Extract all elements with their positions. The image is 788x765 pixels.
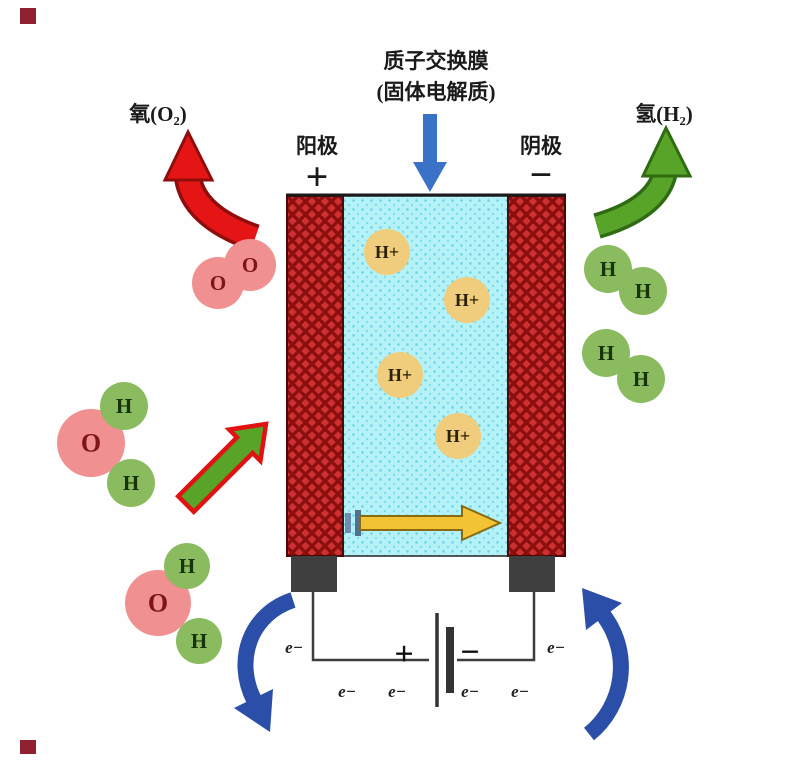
- membrane-pointer-arrow-icon: [413, 114, 447, 192]
- hydrogen-atom-circle: [584, 245, 632, 293]
- battery-symbol: + −: [394, 613, 480, 707]
- proton-group: H+ H+ H+ H+: [364, 229, 490, 459]
- oxygen-molecule: O O: [192, 239, 276, 309]
- cathode-electrode: [507, 195, 566, 557]
- hydrogen-out-arrow-icon: [593, 124, 693, 239]
- anode-electrode: [286, 195, 344, 557]
- cathode-foot: [509, 556, 555, 592]
- proton-label: H+: [455, 290, 479, 310]
- electron-label: e−: [388, 682, 406, 701]
- oxygen-atom-label: O: [210, 271, 226, 295]
- hydrogen-molecule: H H: [582, 329, 665, 403]
- oxygen-atom-label: O: [242, 253, 258, 277]
- battery-plus-sign: +: [394, 636, 413, 673]
- proton-circle: [435, 413, 481, 459]
- proton-circle: [444, 277, 490, 323]
- anode-foot: [291, 556, 337, 592]
- proton-label: H+: [375, 242, 399, 262]
- proton-circle: [377, 352, 423, 398]
- oxygen-atom-label: O: [148, 589, 168, 618]
- circuit-wires: [311, 592, 536, 662]
- hydrogen-atom-label: H: [116, 394, 132, 418]
- hydrogen-atom-label: H: [633, 367, 649, 391]
- hydrogen-atom-circle: [176, 618, 222, 664]
- oxygen-atom-circle: [125, 570, 191, 636]
- corner-mark-bottom: [20, 740, 36, 754]
- water-molecule: O H H: [125, 543, 222, 664]
- hydrogen-atom-label: H: [598, 341, 614, 365]
- proton-flow-arrow-icon: [345, 504, 503, 542]
- hydrogen-atom-circle: [619, 267, 667, 315]
- oxygen-atom-circle: [224, 239, 276, 291]
- membrane-subtitle: (固体电解质): [377, 80, 496, 104]
- hydrogen-atom-circle: [107, 459, 155, 507]
- water-molecule: O H H: [57, 382, 155, 507]
- electron-label: e−: [511, 682, 529, 701]
- water-in-arrow-icon: [175, 421, 269, 515]
- hydrogen-atom-label: H: [191, 629, 207, 653]
- electron-label: e−: [547, 638, 565, 657]
- anode-plus-sign: +: [306, 154, 329, 199]
- hydrogen-atom-circle: [100, 382, 148, 430]
- electron-label: e−: [461, 682, 479, 701]
- proton-label: H+: [446, 426, 470, 446]
- electron-label: e−: [338, 682, 356, 701]
- membrane-title: 质子交换膜: [384, 49, 489, 73]
- oxygen-atom-label: O: [81, 429, 101, 458]
- anode-label: 阳极: [296, 134, 339, 158]
- proton-label: H+: [388, 365, 412, 385]
- oxygen-gas-label: 氧(O₂): [129, 102, 187, 126]
- hydrogen-atom-label: H: [123, 471, 139, 495]
- oxygen-atom-circle: [57, 409, 125, 477]
- hydrogen-atom-label: H: [600, 257, 616, 281]
- oxygen-out-arrow-icon: [162, 128, 260, 252]
- electron-label: e−: [285, 638, 303, 657]
- hydrogen-atom-label: H: [179, 554, 195, 578]
- hydrogen-atom-circle: [164, 543, 210, 589]
- electron-flow-arrow-left-icon: [234, 592, 296, 732]
- corner-mark-top: [20, 8, 36, 24]
- hydrogen-atom-circle: [582, 329, 630, 377]
- hydrogen-atom-label: H: [635, 279, 651, 303]
- cathode-label: 阴极: [520, 134, 563, 158]
- cathode-minus-sign: −: [530, 152, 553, 197]
- battery-minus-sign: −: [460, 634, 479, 671]
- electron-flow-arrow-right-icon: [582, 588, 629, 741]
- hydrogen-atom-circle: [617, 355, 665, 403]
- hydrogen-molecule: H H: [584, 245, 667, 315]
- hydrogen-gas-label: 氢(H₂): [635, 102, 693, 126]
- proton-circle: [364, 229, 410, 275]
